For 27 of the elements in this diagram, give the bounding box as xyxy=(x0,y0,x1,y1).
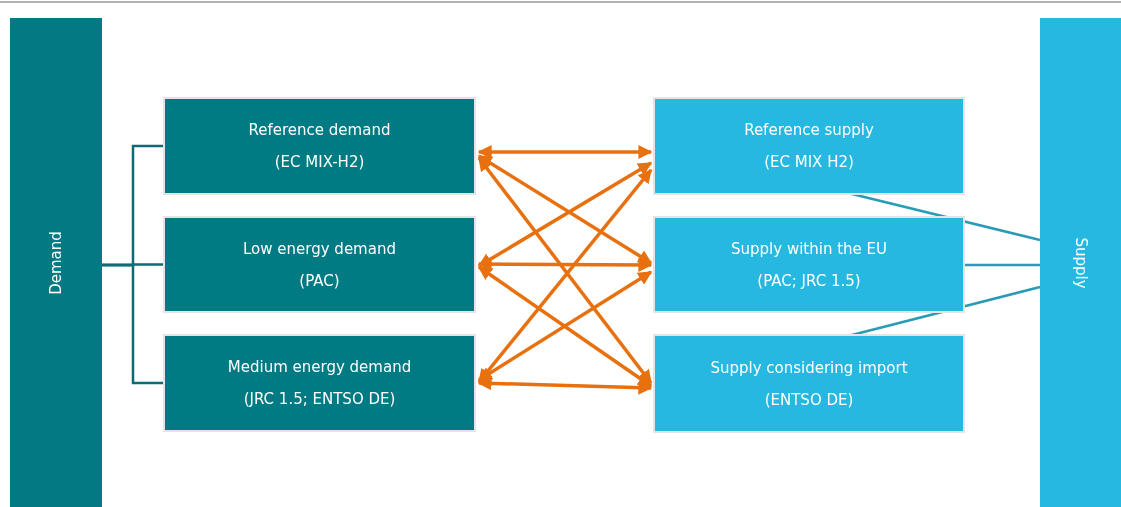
scenario-title: Reference supply xyxy=(744,120,874,141)
supply-scenario-box xyxy=(655,336,963,431)
scenario-source: (JRC 1.5; ENTSO DE) xyxy=(243,389,396,410)
supply-bar xyxy=(1040,18,1121,507)
demand-scenario-box xyxy=(165,336,474,430)
demand-scenario-box xyxy=(165,99,474,193)
double-arrow xyxy=(477,257,653,272)
scenario-source: (ENTSO DE) xyxy=(764,389,854,411)
connector-line xyxy=(963,263,1040,267)
scenario-title: Supply within the EU xyxy=(731,238,887,260)
scenario-title: Supply considering import xyxy=(710,357,908,379)
scenario-title: Medium energy demand xyxy=(227,357,412,378)
scenario-source: (PAC; JRC 1.5) xyxy=(757,270,861,292)
supply-scenario-box xyxy=(655,218,963,311)
bar-label: Supply xyxy=(1070,236,1091,289)
scenario-source: (EC MIX H2) xyxy=(764,152,854,173)
bar-label: Demand xyxy=(46,230,66,295)
scenario-title: Low energy demand xyxy=(243,238,396,260)
double-arrow xyxy=(477,376,653,395)
connector-line xyxy=(102,263,165,385)
demand-bar xyxy=(10,18,102,507)
scenario-source: (EC MIX-H2) xyxy=(274,152,365,173)
demand-scenario-box xyxy=(165,218,474,311)
scenario-title: Reference demand xyxy=(248,120,391,141)
supply-scenario-box xyxy=(655,99,963,193)
double-arrow xyxy=(477,145,653,159)
scenario-source: (PAC) xyxy=(299,270,340,292)
